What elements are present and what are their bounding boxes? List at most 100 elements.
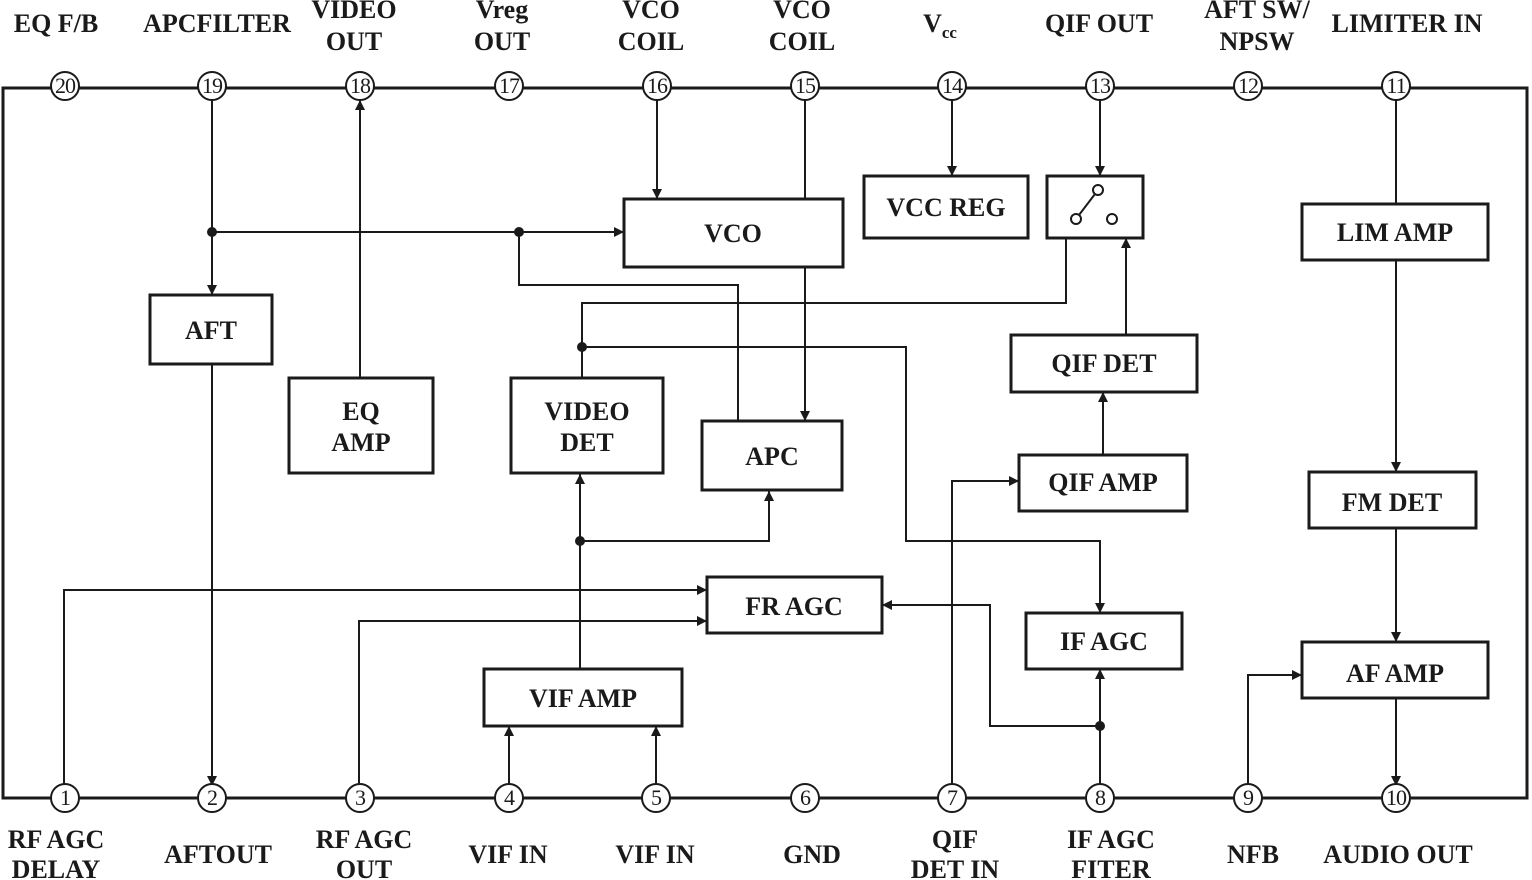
pin-label: VIF IN <box>615 840 694 869</box>
pin-number: 18 <box>350 73 371 98</box>
pin-label: QIF OUT <box>1045 9 1153 38</box>
pin-number: 16 <box>647 73 668 98</box>
pin-15: 15 <box>790 71 820 101</box>
block-vif-amp: VIF AMP <box>482 667 684 728</box>
pin-number: 6 <box>800 785 811 810</box>
pin-19: 19 <box>197 71 227 101</box>
block-label: FR AGC <box>745 592 843 621</box>
block-qif-amp: QIF AMP <box>1017 453 1189 513</box>
pin-2: 2 <box>197 783 227 813</box>
pin-number: 10 <box>1386 785 1407 810</box>
pin-number: 3 <box>355 785 366 810</box>
block-fm-det: FM DET <box>1307 470 1478 530</box>
pin-label: Vcc <box>923 9 957 42</box>
pin-label: EQ F/B <box>14 9 99 38</box>
block-switch <box>1045 174 1145 240</box>
block-label: AF AMP <box>1346 659 1444 688</box>
pin-number: 20 <box>55 73 76 98</box>
pin-number: 1 <box>60 785 70 810</box>
pin-label: DET IN <box>911 855 1000 880</box>
block-af-amp: AF AMP <box>1300 640 1490 700</box>
block-label: FM DET <box>1342 488 1442 517</box>
block-label: QIF AMP <box>1048 468 1158 497</box>
pin-label: AUDIO OUT <box>1323 840 1473 869</box>
pin-label: COIL <box>618 27 684 56</box>
block-label: VCO <box>704 219 762 248</box>
pin-label: AFT SW/ <box>1204 0 1310 24</box>
pin-label: DELAY <box>12 855 101 880</box>
pin-12: 12 <box>1233 71 1263 101</box>
block-label: IF AGC <box>1060 627 1148 656</box>
pin-label: LIMITER IN <box>1332 9 1483 38</box>
block-label: DET <box>560 428 613 457</box>
block-label: QIF DET <box>1051 349 1156 378</box>
block-label: APC <box>745 442 798 471</box>
pin-label: NFB <box>1227 840 1279 869</box>
pin-number: 14 <box>942 73 963 98</box>
pin-20: 20 <box>50 71 80 101</box>
block-eq-amp: EQ AMP <box>287 376 435 475</box>
pin-label: GND <box>783 840 841 869</box>
pin-number: 19 <box>202 73 223 98</box>
pin-label: RF AGC <box>8 825 105 854</box>
junctions <box>207 227 1105 731</box>
block-qif-det: QIF DET <box>1009 333 1199 394</box>
pin-label: VIDEO <box>311 0 396 24</box>
pin-17: 17 <box>494 71 524 101</box>
block-vco: VCO <box>622 197 845 269</box>
pin-number: 2 <box>207 785 217 810</box>
pin-label: OUT <box>474 27 530 56</box>
pin-number: 12 <box>1238 73 1258 98</box>
block-label: LIM AMP <box>1337 218 1453 247</box>
block-aft: AFT <box>148 293 274 366</box>
pin-label: FITER <box>1071 855 1151 880</box>
pin-label: QIF <box>932 825 978 854</box>
pin-label: COIL <box>769 27 835 56</box>
pin-11: 11 <box>1381 71 1411 101</box>
block-if-agc: IF AGC <box>1024 611 1184 671</box>
pin-number: 11 <box>1386 73 1405 98</box>
pin-label: OUT <box>326 27 382 56</box>
block-vcc-reg: VCC REG <box>862 174 1030 240</box>
pin-number: 13 <box>1090 73 1111 98</box>
pin-13: 13 <box>1085 71 1115 101</box>
pin-label: VCO <box>622 0 680 24</box>
block-video-det: VIDEO DET <box>509 376 665 475</box>
pin-1: 1 <box>50 783 80 813</box>
switch-icon <box>1070 184 1118 225</box>
pin-number: 5 <box>651 785 662 810</box>
pin-number: 4 <box>504 785 515 810</box>
pin-8: 8 <box>1085 783 1115 813</box>
pin-6: 6 <box>790 783 820 813</box>
pin-number: 8 <box>1095 785 1106 810</box>
pin-label: VCO <box>773 0 831 24</box>
pin-7: 7 <box>937 783 967 813</box>
block-lim-amp: LIM AMP <box>1300 202 1490 262</box>
pin-10: 10 <box>1381 783 1411 813</box>
block-label: AMP <box>331 428 390 457</box>
block-apc: APC <box>700 419 844 492</box>
pin-label: AFTOUT <box>164 840 272 869</box>
ic-outline <box>1 86 1529 800</box>
block-label: VIDEO <box>544 397 629 426</box>
block-label: VCC REG <box>886 193 1005 222</box>
pin-label: NPSW <box>1219 27 1294 56</box>
pin-number: 9 <box>1243 785 1254 810</box>
pin-label: OUT <box>336 855 392 880</box>
pin-3: 3 <box>345 783 375 813</box>
pin-18: 18 <box>345 71 375 101</box>
pin-9: 9 <box>1233 783 1263 813</box>
pin-number: 7 <box>947 785 958 810</box>
pin-16: 16 <box>642 71 672 101</box>
block-fr-agc: FR AGC <box>705 575 884 635</box>
pin-5: 5 <box>641 783 671 813</box>
pin-label: VIF IN <box>468 840 547 869</box>
block-label: EQ <box>342 397 380 426</box>
block-label: AFT <box>185 316 237 345</box>
pin-label: IF AGC <box>1067 825 1155 854</box>
pin-number: 17 <box>499 73 520 98</box>
pin-14: 14 <box>937 71 967 101</box>
